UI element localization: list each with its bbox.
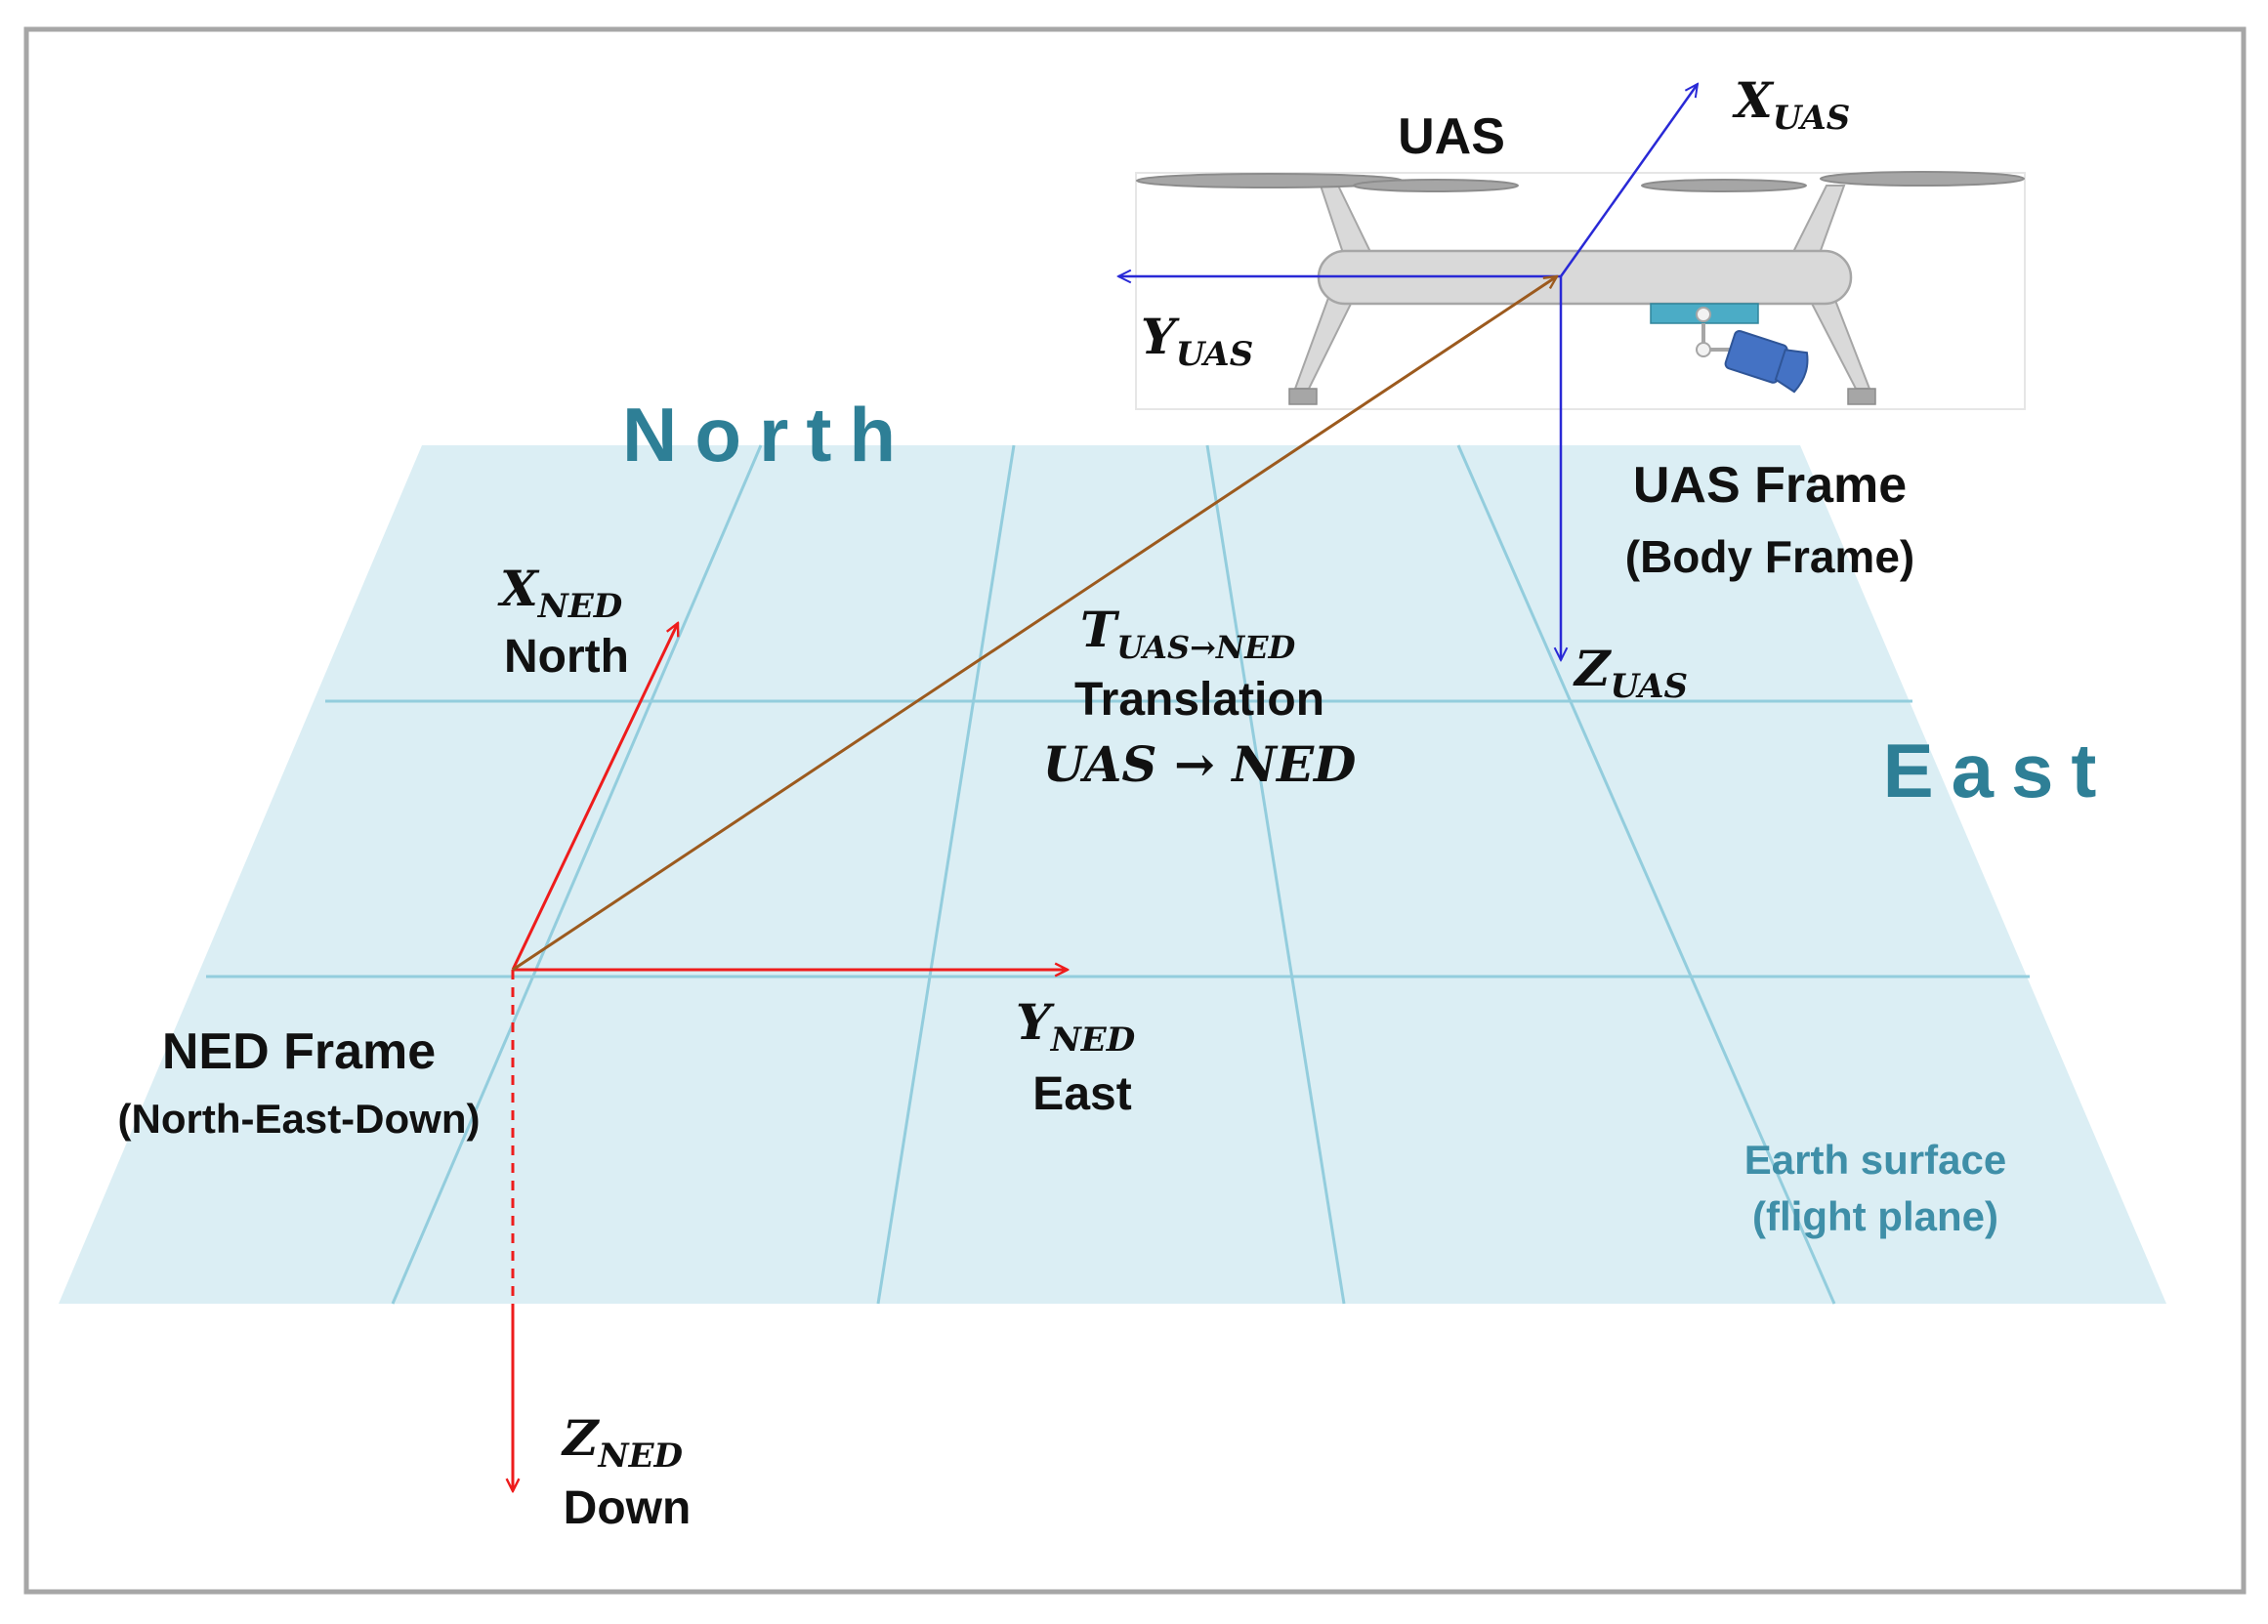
uas-drone-illustration [1135, 171, 2026, 410]
ned-frame-title: NED Frame [162, 1023, 436, 1080]
translation-expression: UAS → NED [1043, 735, 1357, 793]
grid-line [1205, 444, 1346, 1305]
ned-z-axis-label: ZNED [561, 1409, 683, 1476]
rotor [1641, 179, 1807, 192]
rotor [1353, 179, 1519, 192]
grid-line [391, 444, 763, 1305]
camera-icon [1724, 330, 1809, 394]
grid-line [876, 444, 1016, 1305]
ned-y-axis-caption: East [1032, 1068, 1131, 1120]
flight-plane-label: (flight plane) [1752, 1193, 1998, 1239]
uas-z-axis-label: ZUAS [1573, 640, 1688, 706]
ned-z-axis-caption: Down [564, 1482, 692, 1534]
uas-y-axis-label: YUAS [1141, 308, 1253, 374]
grid-line [1456, 444, 1836, 1305]
uas-frame-title: UAS Frame [1633, 457, 1907, 514]
east-direction-label: East [1883, 728, 2115, 813]
uas-x-axis-arrow [1559, 84, 1698, 277]
ned-y-axis-label: YNED [1016, 993, 1136, 1060]
north-direction-label: North [622, 392, 913, 478]
uas-frame-subtitle: (Body Frame) [1625, 531, 1914, 582]
uas-title: UAS [1398, 108, 1505, 165]
uas-x-axis-label: XUAS [1732, 71, 1850, 138]
ned-x-axis-label: XNED [497, 560, 623, 626]
ned-frame-axes [513, 623, 1068, 1491]
rotor [1820, 171, 2025, 187]
ned-frame-subtitle: (North-East-Down) [118, 1096, 481, 1142]
earth-surface-label: Earth surface [1744, 1137, 2006, 1183]
uas-frame-axes [1118, 84, 1698, 660]
translation-symbol: TUAS→NED [1080, 601, 1296, 666]
translation-label: Translation [1074, 674, 1324, 726]
ned-x-axis-caption: North [504, 631, 629, 683]
ned-x-axis-arrow [511, 623, 678, 971]
translation-vector-arrow [512, 276, 1557, 972]
earth-surface-plane [59, 444, 2166, 1305]
